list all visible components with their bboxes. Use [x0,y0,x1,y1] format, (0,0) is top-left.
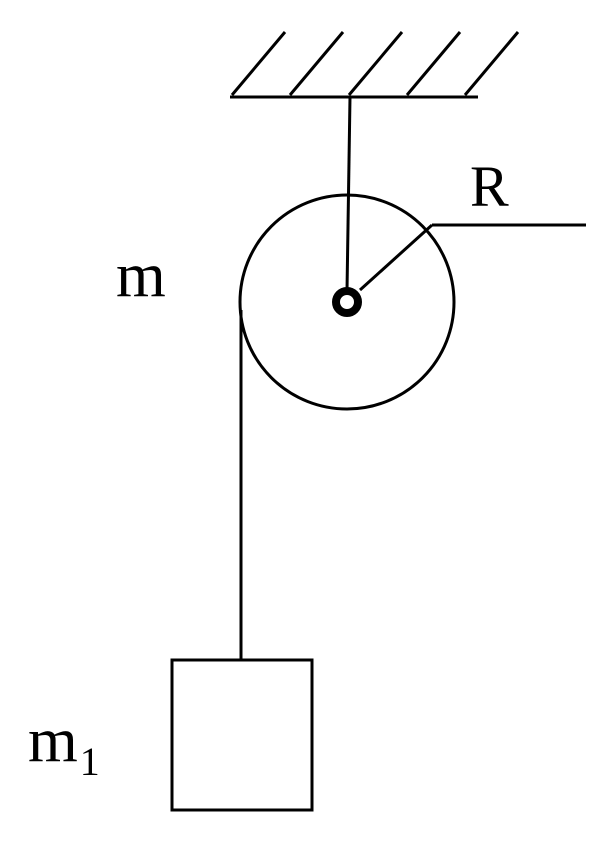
radius-line [358,223,434,292]
block-mass-label: m1 [28,708,100,782]
block-mass-subscript: 1 [79,739,100,784]
radius-label: R [470,154,509,219]
hatch-line-3 [347,31,404,96]
pulley-mass-label: m [116,239,166,310]
pulley-wheel [238,193,456,411]
hatch-line-1 [230,31,287,96]
hatch-line-4 [405,31,462,96]
hatch-line-5 [463,31,520,96]
hatch-line-2 [288,31,345,96]
pulley-axle [332,287,362,317]
ceiling-hatching [230,31,520,96]
hanging-block [170,658,314,812]
block-mass-symbol: m [28,704,78,775]
